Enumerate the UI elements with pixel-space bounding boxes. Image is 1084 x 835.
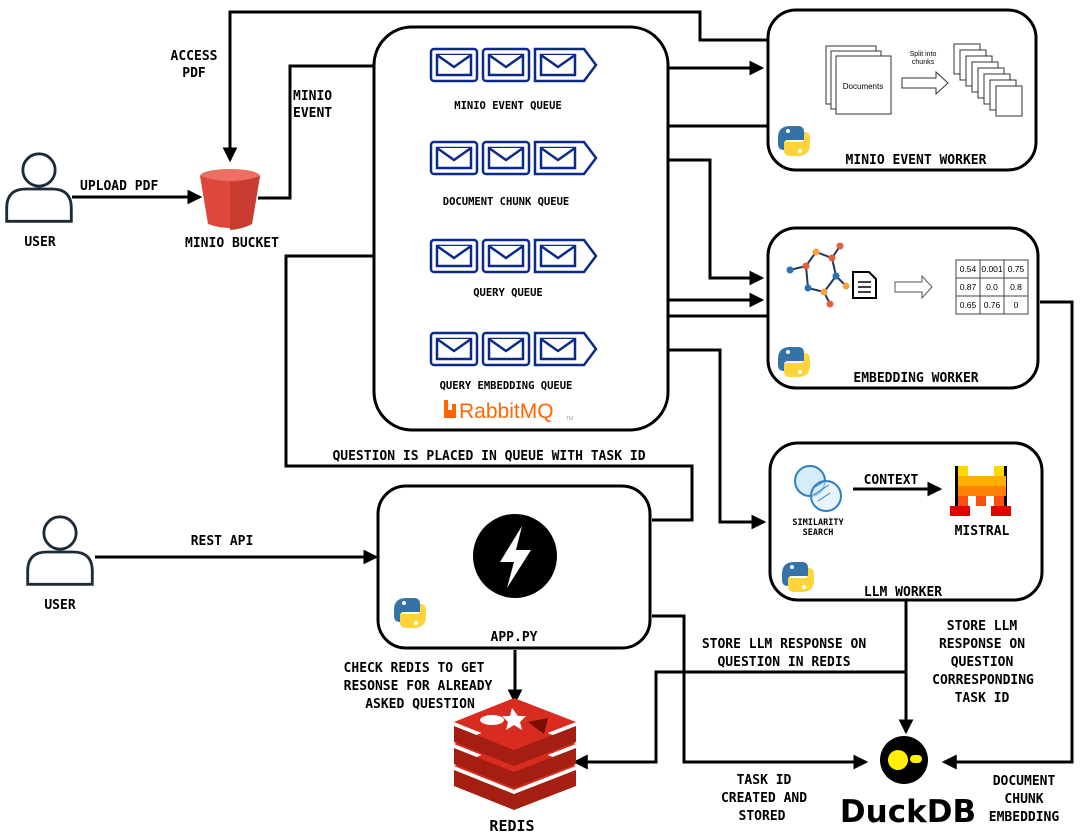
minio-event-arrow [258,58,428,200]
rest-api-label: REST API [191,534,254,549]
queue-icon [429,238,598,274]
queue-label: QUERY EMBEDDING QUEUE [440,380,573,392]
embedding-model-icon [786,242,850,308]
documents-label: Documents [843,82,883,91]
app-box: APP.PY [376,484,652,650]
task-created-label-1: TASK ID [737,773,792,788]
similarity-label-2: SEARCH [803,528,834,538]
minio-event-worker: Documents Split into chunks MINIO EVENT … [766,8,1038,172]
check-redis-label-3: ASKED QUESTION [365,697,475,712]
user-top-label: USER [24,235,55,250]
matrix-cell: 0 [1014,300,1019,310]
queue-label: QUERY QUEUE [473,287,543,299]
redis-icon [454,698,576,810]
store-task-label-5: TASK ID [955,691,1010,706]
matrix-cell: 0.75 [1008,264,1025,274]
minio-bucket: MINIO BUCKET [185,169,279,251]
duckdb-label: DuckDB [840,794,976,830]
split-arrow-icon [901,70,949,96]
app-label: APP.PY [491,630,538,645]
doc-chunk-label-1: DOCUMENT [993,774,1056,789]
store-redis-label-2: QUESTION IN REDIS [717,655,850,670]
task-created-label-3: STORED [739,809,786,824]
user-icon [5,152,73,223]
matrix-cell: 0.8 [1010,282,1022,292]
llm-worker-label: LLM WORKER [864,585,942,600]
mistral-label: MISTRAL [955,524,1010,539]
redis-label: REDIS [489,817,534,835]
upload-pdf-label: UPLOAD PDF [80,179,158,194]
access-pdf-label-1: ACCESS [171,49,218,64]
question-placed-line [284,254,694,522]
llm-worker: SIMILARITY SEARCH CONTEXT MISTRAL LLM WO… [768,441,1044,602]
similarity-search-icon [794,465,842,512]
queue-query: QUERY QUEUE [429,238,598,299]
bucket-label: MINIO BUCKET [185,236,279,251]
queue-minio-event: MINIO EVENT QUEUE [429,47,598,112]
matrix-cell: 0.87 [960,282,977,292]
check-redis-label-2: RESONSE FOR ALREADY [344,679,493,694]
split-label-2: chunks [912,59,935,66]
rabbitmq-brand: RabbitMQ [459,400,554,423]
store-task-label-2: RESPONSE ON [939,637,1025,652]
queue-icon [429,140,598,176]
user-icon [26,515,94,586]
store-task-label-4: CORRESPONDING [932,673,1034,688]
transform-arrow-icon [894,274,933,300]
rabbitmq-logo: RabbitMQ TM [444,400,573,423]
embedding-worker-label: EMBEDDING WORKER [853,371,978,386]
task-created-label-2: CREATED AND [721,791,807,806]
doc-chunk-label-3: EMBEDDING [989,810,1060,825]
rabbit-icon [444,400,456,418]
duckdb-store: DuckDB [840,736,976,830]
queue-document-chunk: DOCUMENT CHUNK QUEUE [429,140,598,208]
doc-chunk-label-2: CHUNK [1004,792,1043,807]
matrix-cell: 0.0 [986,282,998,292]
mistral-logo-icon [950,466,1011,516]
user-bottom: USER [26,515,94,613]
access-pdf-arrow [222,10,768,163]
queue-label: MINIO EVENT QUEUE [454,100,561,112]
redis-store: REDIS [454,698,576,835]
minio-event-label-2: EVENT [293,106,332,121]
store-redis-label-1: STORE LLM RESPONSE ON [702,637,867,652]
matrix-cell: 0.54 [960,264,977,274]
store-redis-arrow [572,670,906,770]
rabbitmq-trademark: TM [566,416,573,422]
embedding-worker: 0.54 0.001 0.75 0.87 0.0 0.8 0.65 0.76 0… [766,226,1040,390]
matrix-cell: 0.001 [981,264,1003,274]
minio-worker-label: MINIO EVENT WORKER [846,153,987,168]
queue-icon [429,47,598,83]
duckdb-icon [880,736,928,784]
lightning-bolt-icon [473,514,557,598]
task-created-arrow [652,614,869,770]
queue-query-embedding: QUERY EMBEDDING QUEUE [429,331,598,392]
question-placed-label: QUESTION IS PLACED IN QUEUE WITH TASK ID [332,449,645,464]
bucket-icon [200,169,260,230]
user-bottom-label: USER [44,598,75,613]
matrix-cell: 0.65 [960,300,977,310]
embedding-matrix: 0.54 0.001 0.75 0.87 0.0 0.8 0.65 0.76 0 [955,259,1029,315]
matrix-cell: 0.76 [984,300,1001,310]
documents-icon: Documents [825,45,892,115]
user-top: USER [5,152,73,250]
rabbitmq-container: MINIO EVENT QUEUE DOCUMENT CHUNK QUEUE Q… [372,25,670,432]
store-task-label-1: STORE LLM [947,619,1018,634]
access-pdf-label-2: PDF [182,66,206,81]
chunks-icon [953,43,1023,117]
similarity-label-1: SIMILARITY [792,518,844,528]
document-icon [852,271,877,299]
context-label: CONTEXT [864,473,919,488]
queue-label: DOCUMENT CHUNK QUEUE [443,196,569,208]
split-label-1: Split into [910,51,937,58]
doc-chunk-embedding-arrow [941,300,1074,770]
check-redis-label-1: CHECK REDIS TO GET [344,661,485,676]
store-task-label-3: QUESTION [951,655,1014,670]
minio-event-label-1: MINIO [293,89,332,104]
queue-icon [429,331,598,367]
